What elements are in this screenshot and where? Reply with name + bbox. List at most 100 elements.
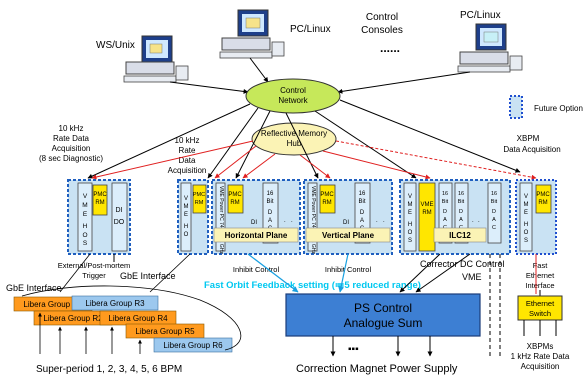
- inhibit-control-2: Inhibit Control: [325, 265, 372, 274]
- vertical-plane-crate: VME Power PC 7448 @1 GHz PMC RM DI 16 Bi…: [303, 179, 393, 255]
- svg-text:Libera Group R1: Libera Group R1: [23, 300, 83, 309]
- correction-magnet-label: Correction Magnet Power Supply: [296, 363, 458, 375]
- svg-text:RM: RM: [95, 200, 104, 206]
- svg-text:16: 16: [458, 191, 464, 197]
- svg-text:PMC: PMC: [193, 192, 205, 198]
- xbpms-label: XBPMs 1 kHz Rate Data Acquisition: [511, 342, 570, 371]
- pc-linux-console-1: [219, 9, 285, 59]
- control-network-label-line1: Control: [280, 86, 306, 95]
- svg-text:XBPM: XBPM: [517, 134, 540, 143]
- svg-text:DO: DO: [114, 219, 125, 226]
- vme-label: VME: [462, 272, 482, 282]
- external-trigger-line2: Trigger: [82, 271, 106, 280]
- libera-group-r4[interactable]: Libera Group R4: [99, 310, 177, 326]
- network-crate-links: [87, 99, 521, 179]
- svg-text:DAC: DAC: [459, 209, 463, 231]
- ws-unix-label: WS/Unix: [96, 40, 135, 51]
- svg-text:PMC: PMC: [320, 192, 334, 198]
- svg-text:VME Power PC 7448 @1 GHz: VME Power PC 7448 @1 GHz: [218, 186, 224, 254]
- xbpm-input-lines: [523, 320, 557, 336]
- reflective-memory-links: [91, 140, 537, 180]
- corrector-dc-control: Corrector DC Control: [420, 259, 505, 269]
- control-consoles-label-line1: Control: [366, 12, 398, 23]
- gbe-ring: [21, 285, 242, 351]
- svg-text:Acquisition: Acquisition: [52, 144, 91, 153]
- svg-text:DI: DI: [251, 220, 257, 226]
- svg-text:PMC: PMC: [228, 192, 242, 198]
- libera-group-r2[interactable]: Libera Group R2: [33, 310, 113, 326]
- svg-text:RM: RM: [230, 200, 239, 206]
- svg-text:RM: RM: [422, 210, 431, 216]
- libera-group-r5[interactable]: Libera Group R5: [125, 323, 205, 339]
- svg-text:Ethernet: Ethernet: [526, 299, 555, 308]
- control-network-label-line2: Network: [278, 96, 308, 105]
- svg-text:Bit: Bit: [442, 199, 449, 205]
- svg-text:.: .: [478, 218, 480, 224]
- ethernet-switch: [517, 295, 563, 321]
- svg-text:Bit: Bit: [358, 199, 365, 205]
- svg-text:Libera Group R6: Libera Group R6: [163, 341, 223, 350]
- svg-text:Acquisition: Acquisition: [168, 166, 207, 175]
- libera-group-r3[interactable]: Libera Group R3: [71, 295, 159, 311]
- svg-text:Ethernet: Ethernet: [526, 271, 555, 280]
- svg-text:Bit: Bit: [458, 199, 465, 205]
- svg-text:Rate Data: Rate Data: [53, 134, 90, 143]
- reflective-memory-label-line1: Reflective Memory: [261, 129, 327, 138]
- pc-linux-label-2: PC/Linux: [460, 10, 501, 21]
- analogue-sum-label: Analogue Sum: [344, 316, 423, 330]
- power-supply-arrows: [330, 336, 433, 357]
- pc-linux-label-1: PC/Linux: [290, 24, 331, 35]
- rate-acquisition-left: 10 kHz Rate Data Acquisition (8 sec Diag…: [39, 124, 103, 163]
- svg-text:Libera Group R5: Libera Group R5: [135, 327, 195, 336]
- future-option-legend: [509, 95, 523, 119]
- svg-text:VME Power PC 7448 @1 GHz: VME Power PC 7448 @1 GHz: [310, 186, 316, 254]
- svg-text:RM: RM: [195, 200, 204, 206]
- svg-text:16: 16: [267, 191, 274, 197]
- feedback-arrows: [247, 253, 349, 293]
- svg-text:Libera Group R2: Libera Group R2: [43, 314, 103, 323]
- gbe-interface-left: GbE Interface: [6, 283, 62, 293]
- svg-text:Acquisition: Acquisition: [521, 362, 560, 371]
- gbe-interface-mid: GbE Interface: [120, 271, 176, 281]
- ws-unix-console: [123, 35, 189, 83]
- vme-arrows: [399, 253, 471, 293]
- output-dots: ▪▪▪: [348, 344, 359, 355]
- svg-text:(8 sec Diagnostic): (8 sec Diagnostic): [39, 154, 103, 163]
- inhibit-control-1: Inhibit Control: [233, 265, 280, 274]
- svg-text:Data: Data: [179, 156, 196, 165]
- svg-text:Fast: Fast: [533, 261, 549, 270]
- horizontal-plane-label: Horizontal Plane: [225, 231, 288, 240]
- ps-control-box: [285, 293, 481, 337]
- fast-ethernet-interface: Fast Ethernet Interface: [525, 261, 555, 290]
- svg-text:.: .: [383, 218, 385, 224]
- bpm-input-arrows: [38, 312, 142, 354]
- svg-text:DAC: DAC: [492, 209, 496, 231]
- svg-text:RM: RM: [538, 200, 547, 206]
- vertical-plane-label: Vertical Plane: [322, 231, 375, 240]
- svg-text:XBPMs: XBPMs: [527, 342, 554, 351]
- fast-orbit-feedback-label: Fast Orbit Feedback setting (≔5 reduced …: [204, 280, 421, 291]
- libera-group-r6[interactable]: Libera Group R6: [153, 337, 233, 353]
- super-period-label: Super-period 1, 2, 3, 4, 5, 6 BPM: [36, 364, 182, 375]
- svg-text:DI: DI: [116, 207, 123, 214]
- console-ellipsis: ......: [380, 41, 400, 55]
- svg-text:Bit: Bit: [266, 199, 273, 205]
- external-trigger-line1: External/Post-mortem: [58, 261, 131, 270]
- svg-text:Data Acquisition: Data Acquisition: [503, 145, 560, 154]
- svg-text:Switch: Switch: [529, 309, 551, 318]
- svg-text:DI: DI: [343, 220, 349, 226]
- control-network-ellipse: [245, 78, 341, 114]
- future-option-label: Future Option: [534, 104, 583, 113]
- horizontal-plane-crate: VME Power PC 7448 @1 GHz PMC RM DI 16 Bi…: [211, 179, 301, 255]
- svg-text:.: .: [472, 218, 474, 224]
- svg-text:VME: VME: [420, 202, 433, 208]
- console-links: [169, 57, 471, 94]
